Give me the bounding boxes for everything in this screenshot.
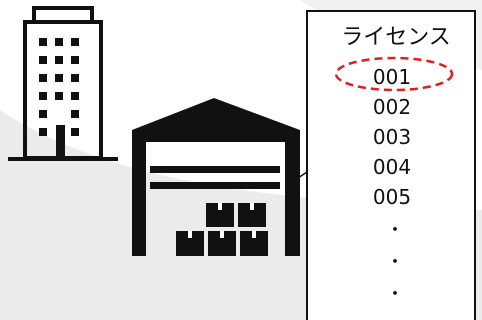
- license-item-001: 001: [373, 65, 411, 89]
- connector-line: [285, 171, 308, 187]
- selection-highlight-ellipse: [334, 56, 454, 92]
- continuation-dot: ・: [386, 284, 404, 305]
- license-panel: ライセンス 001 002 003 004 005 ・ ・ ・: [306, 10, 476, 320]
- continuation-dot: ・: [386, 252, 404, 273]
- office-building-icon: [8, 6, 118, 161]
- license-item-004: 004: [373, 155, 411, 179]
- license-heading: ライセンス: [341, 25, 451, 50]
- license-item-003: 003: [373, 125, 411, 149]
- license-item-005: 005: [373, 185, 411, 209]
- license-item-002: 002: [373, 95, 411, 119]
- warehouse-icon: [132, 98, 300, 256]
- continuation-dot: ・: [386, 220, 404, 241]
